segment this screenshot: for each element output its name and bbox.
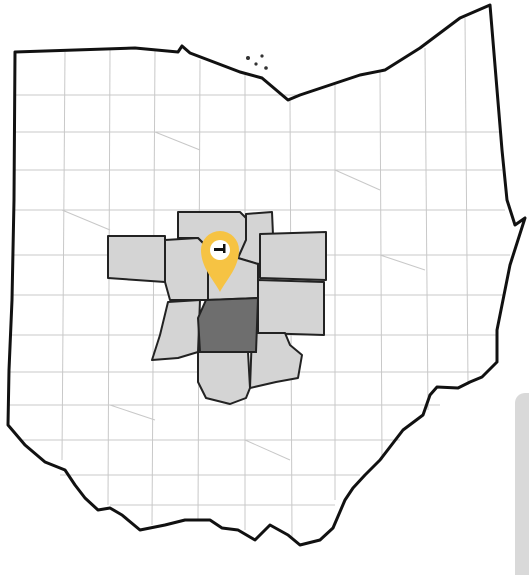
county-region [197,351,251,405]
state-outline [6,3,527,547]
map-pin-icon [201,231,239,292]
county-region [259,231,327,281]
county-region [107,235,166,283]
lake-islands [246,54,268,70]
side-scroll-tab [515,393,529,575]
county-region [249,332,303,389]
county-region [257,279,325,336]
county-lines [9,17,510,541]
county-central [196,296,260,353]
county-region [151,299,201,361]
